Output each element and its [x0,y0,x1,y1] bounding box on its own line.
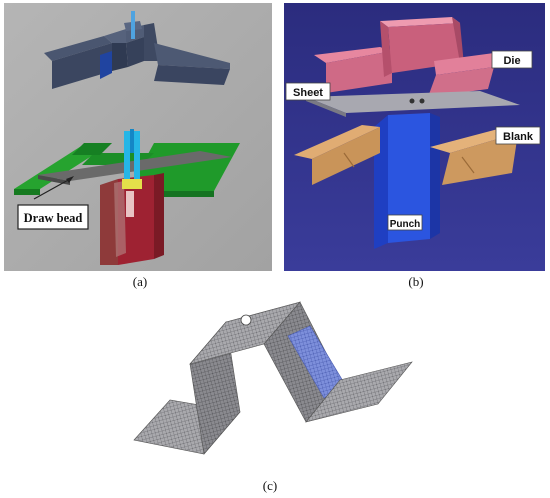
caption-b: (b) [408,274,424,289]
panel-b: Die Sheet Blank Punch [284,3,545,271]
draw-bead-arrow [33,178,71,200]
tool-part [122,129,142,217]
panel-b-illustration: Die Sheet Blank Punch [284,3,545,271]
die-axis-marker [131,11,135,39]
die-label: Die [503,55,520,67]
panel-c-illustration [133,301,413,455]
die-label-box [491,50,533,69]
caption-a: (a) [132,274,148,289]
panel-c [128,290,418,470]
blank-label: Blank [503,131,534,143]
draw-bead-label-box [17,204,89,230]
punch-label: Punch [390,219,421,230]
panel-a: Draw bead [4,3,272,271]
caption-c: (c) [262,478,278,493]
punch-label-box [387,214,423,231]
draw-bead-label: Draw bead [24,211,83,225]
die-part [44,21,230,89]
hole-1 [240,314,252,326]
panel-a-illustration: Draw bead [4,3,272,271]
blank-label-box [495,126,541,145]
die-part-pink [314,17,494,97]
right-flange [305,361,413,423]
sheet-label-box [285,82,331,101]
sheet-label: Sheet [293,87,323,99]
